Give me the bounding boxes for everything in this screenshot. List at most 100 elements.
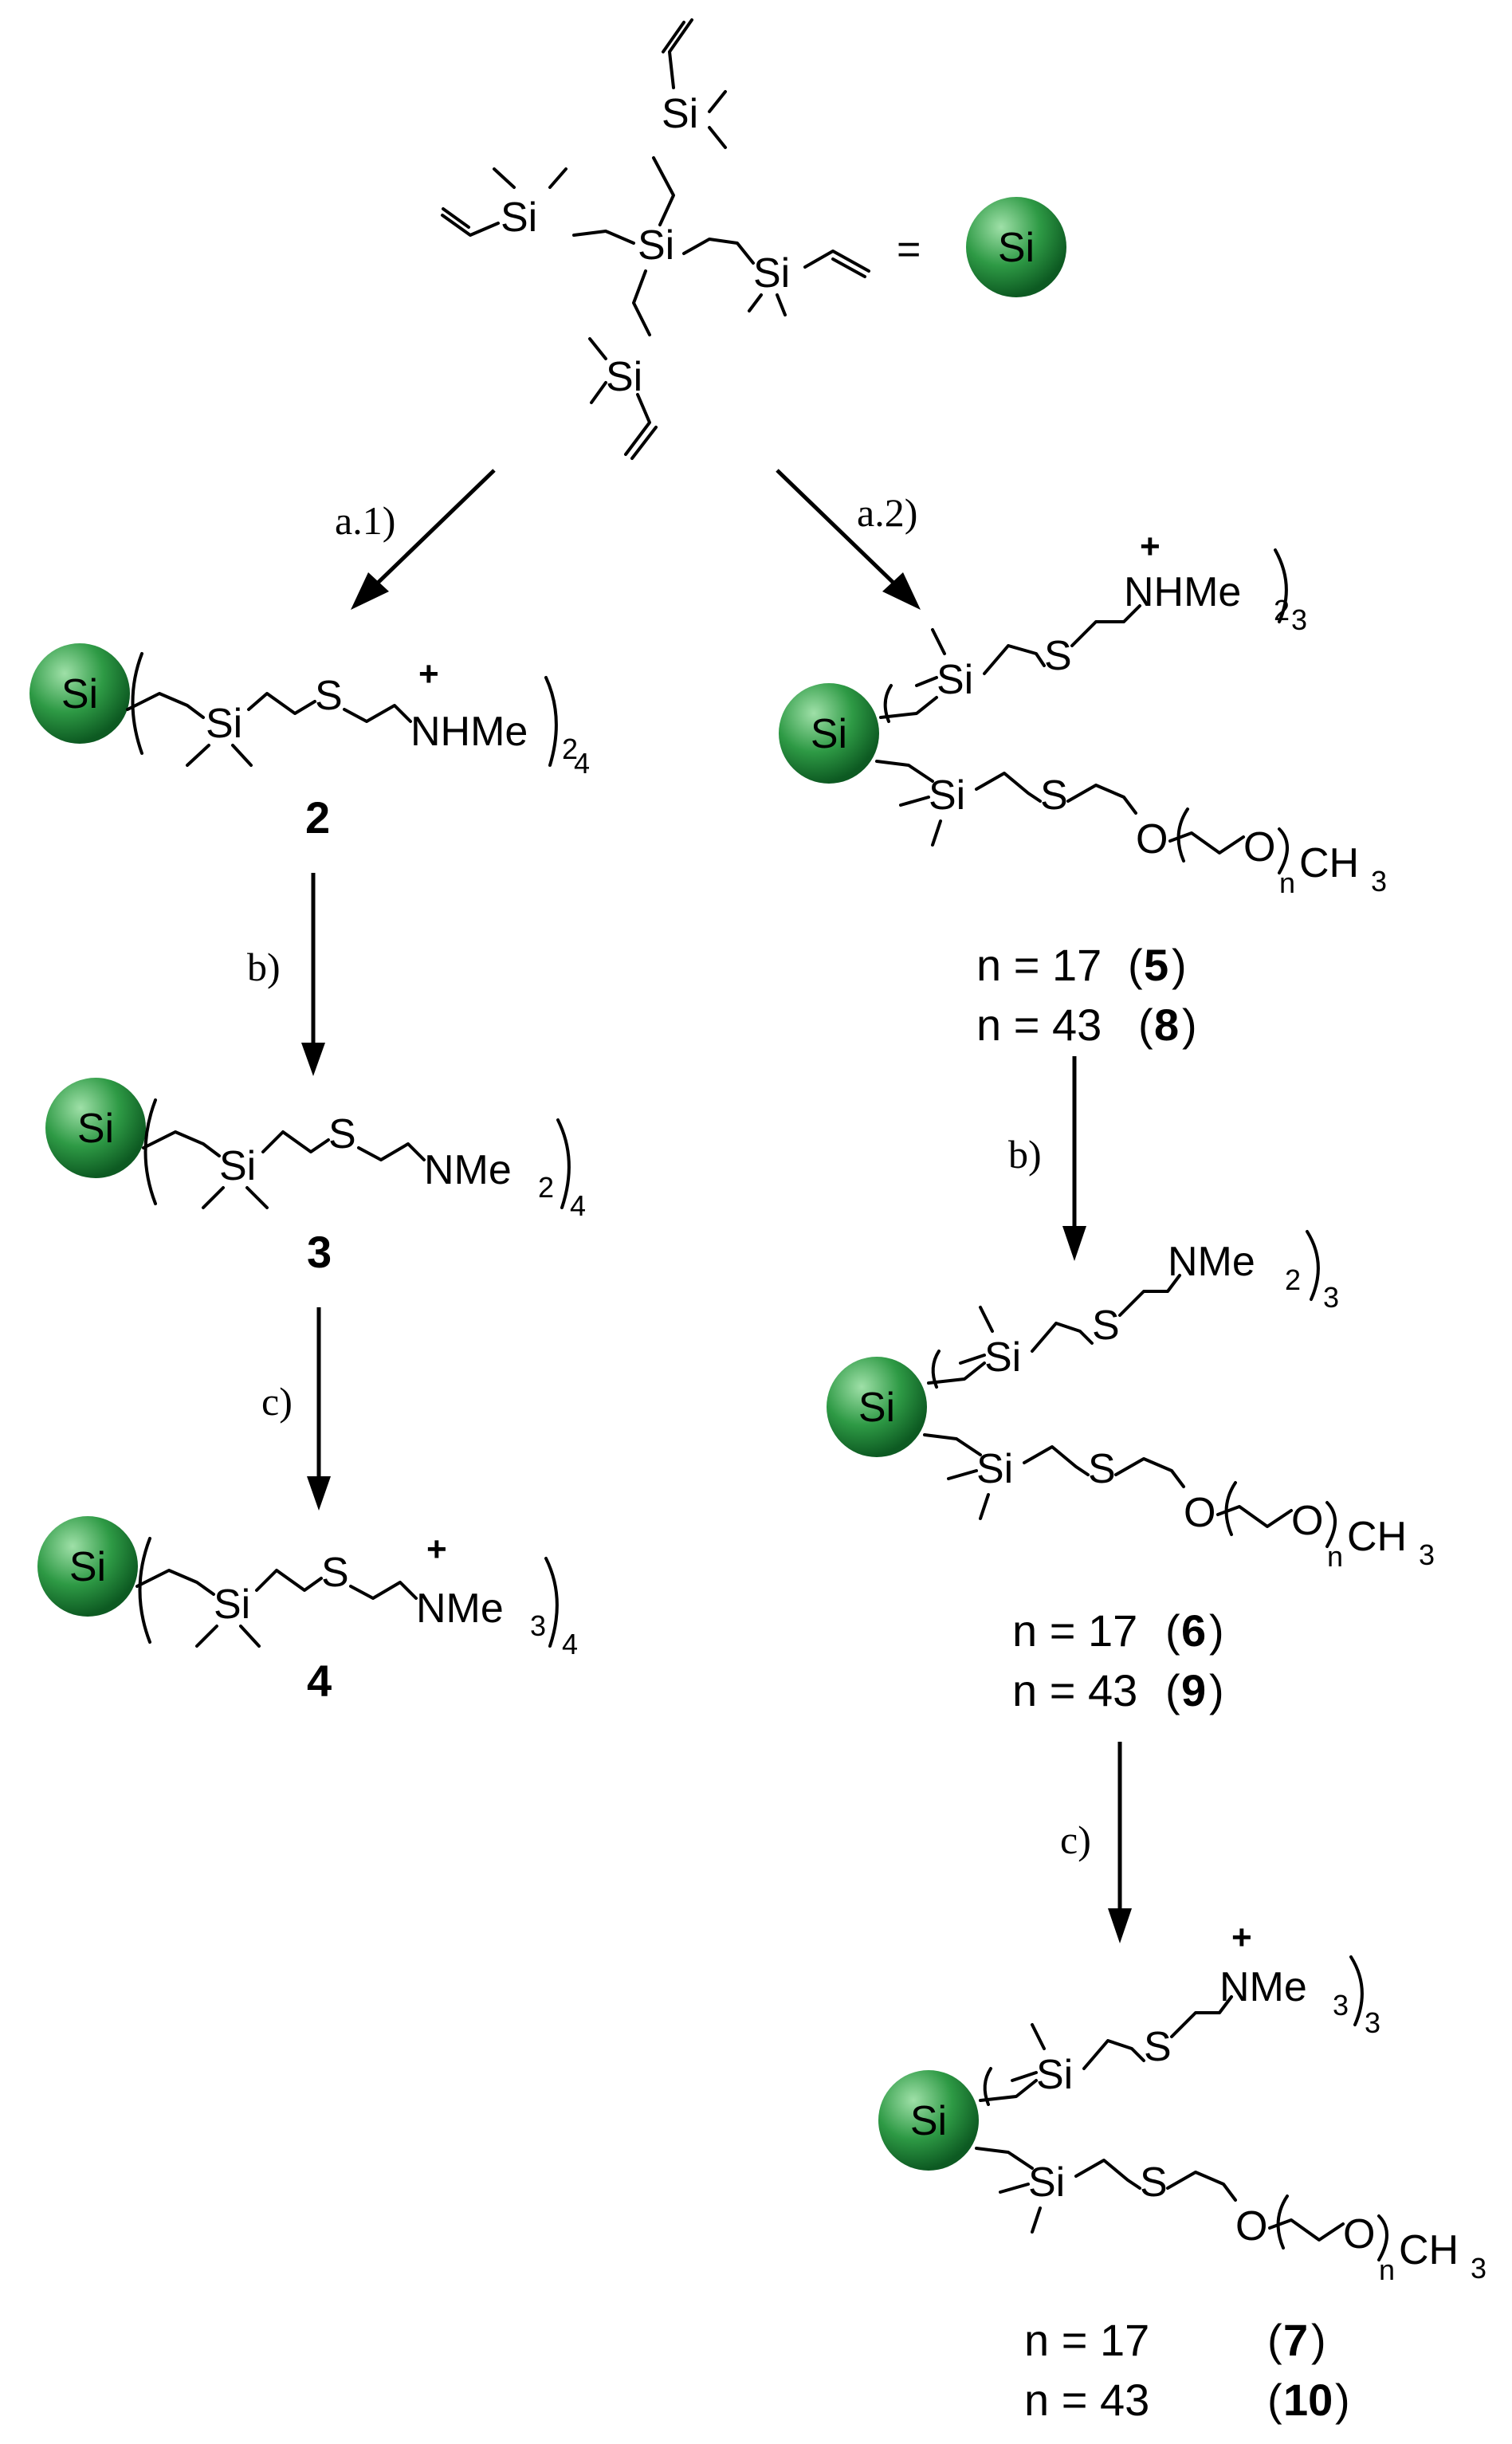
svg-text:(: (	[1267, 2315, 1282, 2365]
svg-text:3: 3	[1323, 1281, 1339, 1314]
arrow-c-left: c)	[261, 1307, 331, 1511]
compound-2-si-me-1	[186, 744, 210, 767]
upper-si: Si	[662, 91, 698, 137]
reagent-c-right: c)	[1060, 1817, 1091, 1862]
svg-text:n = 17: n = 17	[1012, 1605, 1137, 1656]
svg-text:+: +	[1140, 527, 1161, 566]
svg-text:n = 17: n = 17	[1024, 2315, 1149, 2365]
lower-vinyl-double	[630, 426, 658, 460]
svg-text:NHMe: NHMe	[1124, 569, 1241, 615]
compound-8-label: 8	[1154, 1000, 1179, 1050]
compound-7-label: 7	[1283, 2315, 1308, 2365]
compound-3-right-paren	[556, 1118, 571, 1209]
svg-text:CH: CH	[1399, 2227, 1459, 2273]
reagent-a2: a.2)	[857, 490, 917, 535]
core-ball-label: Si	[998, 225, 1035, 271]
svg-text:Si: Si	[858, 1385, 895, 1431]
compound-3-ball	[45, 1078, 146, 1178]
svg-text:3: 3	[1419, 1538, 1435, 1571]
lower-si: Si	[606, 354, 642, 400]
svg-text:O: O	[1136, 816, 1168, 862]
svg-text:3: 3	[1291, 603, 1307, 636]
bond-right-arm	[682, 238, 755, 265]
upper-vinyl	[668, 18, 693, 89]
arrow-b-left: b)	[247, 873, 325, 1076]
compound-2-left-paren	[131, 652, 143, 755]
svg-text:CH: CH	[1299, 840, 1359, 886]
svg-text:Si: Si	[219, 1143, 256, 1189]
svg-text:O: O	[1291, 1498, 1323, 1544]
compound-2-chain-2	[247, 692, 316, 715]
svg-text:NMe: NMe	[424, 1147, 512, 1193]
compound-3-label: 3	[307, 1227, 332, 1277]
svg-text:): )	[1311, 2315, 1326, 2365]
compound-3-left-paren	[143, 1098, 157, 1205]
svg-text:Si: Si	[214, 1582, 250, 1628]
svg-text:S: S	[321, 1550, 349, 1596]
compound-2-ball	[29, 643, 130, 744]
svg-text:S: S	[1044, 633, 1072, 679]
svg-text:Si: Si	[976, 1446, 1013, 1492]
svg-text:n: n	[1379, 2253, 1395, 2286]
svg-text:n = 43: n = 43	[1024, 2375, 1149, 2425]
svg-text:Si: Si	[77, 1106, 114, 1152]
lower-si-methyl-1	[588, 337, 607, 360]
compound-5-8-ball	[779, 683, 879, 784]
compound-7-10: Si Si S + NMe 3 3 Si S O O n CH 3 n = 17…	[878, 1918, 1486, 2425]
compound-4-chain-2	[255, 1569, 323, 1592]
compound-2-label: 2	[305, 792, 330, 843]
compound-5-8-upper-chain	[879, 696, 938, 719]
compound-4-left-paren	[138, 1537, 151, 1644]
equals-sign: =	[897, 226, 921, 273]
svg-text:2: 2	[562, 733, 578, 765]
svg-text:): )	[1182, 1000, 1197, 1050]
svg-text:3: 3	[1371, 865, 1387, 898]
svg-text:NHMe: NHMe	[410, 709, 528, 755]
svg-text:CH: CH	[1347, 1514, 1407, 1560]
svg-text:3: 3	[1471, 2252, 1486, 2285]
compound-5-8-upper-chain-2	[983, 644, 1046, 675]
compound-4: Si Si S + NMe 3 4 4	[37, 1516, 578, 1706]
svg-text:Si: Si	[61, 671, 98, 717]
svg-text:O: O	[1343, 2211, 1375, 2257]
core-ball	[966, 197, 1066, 297]
reagent-b-right: b)	[1008, 1132, 1042, 1177]
svg-text:n: n	[1327, 1540, 1343, 1573]
svg-text:2: 2	[1285, 1263, 1301, 1296]
compound-10-label: 10	[1283, 2375, 1333, 2425]
lower-si-methyl-2	[590, 381, 607, 404]
right-si: Si	[753, 250, 790, 297]
central-si: Si	[638, 222, 674, 269]
svg-text:+: +	[418, 654, 439, 694]
arrow-a1: a.1)	[335, 469, 496, 610]
compound-4-chain-1	[135, 1569, 215, 1596]
svg-text:+: +	[426, 1530, 447, 1569]
svg-text:n = 43: n = 43	[1012, 1665, 1137, 1715]
compound-2-chain-1	[126, 692, 205, 719]
svg-text:Si: Si	[910, 2098, 947, 2144]
svg-text:n = 17: n = 17	[976, 940, 1102, 990]
compound-4-ball	[37, 1516, 138, 1617]
reagent-a1: a.1)	[335, 498, 395, 543]
svg-text:+: +	[1231, 1918, 1252, 1957]
svg-text:Si: Si	[929, 772, 965, 819]
right-vinyl	[803, 250, 870, 273]
right-si-methyl-1	[748, 293, 763, 312]
compound-5-8: Si Si S + NHMe 2 3 Si S O O n CH 3 n = 1…	[779, 527, 1387, 1050]
compound-3: Si Si S NMe 2 4 3	[45, 1078, 586, 1277]
svg-text:): )	[1172, 940, 1187, 990]
compound-6-label: 6	[1181, 1605, 1206, 1656]
compound-6-9: Si Si S NMe 2 3 Si S O O n CH 3 n = 17 (…	[827, 1230, 1435, 1715]
svg-text:O: O	[1243, 824, 1275, 870]
lower-vinyl	[624, 393, 651, 456]
svg-text:4: 4	[570, 1189, 586, 1222]
compound-4-label: 4	[307, 1656, 332, 1706]
compound-3-chain-3	[357, 1142, 426, 1161]
svg-text:O: O	[1184, 1490, 1215, 1536]
arrow-a2: a.2)	[776, 469, 921, 610]
svg-text:2: 2	[538, 1171, 554, 1204]
svg-text:Si: Si	[937, 657, 973, 703]
left-vinyl-double	[442, 207, 470, 229]
svg-text:NMe: NMe	[416, 1585, 504, 1632]
